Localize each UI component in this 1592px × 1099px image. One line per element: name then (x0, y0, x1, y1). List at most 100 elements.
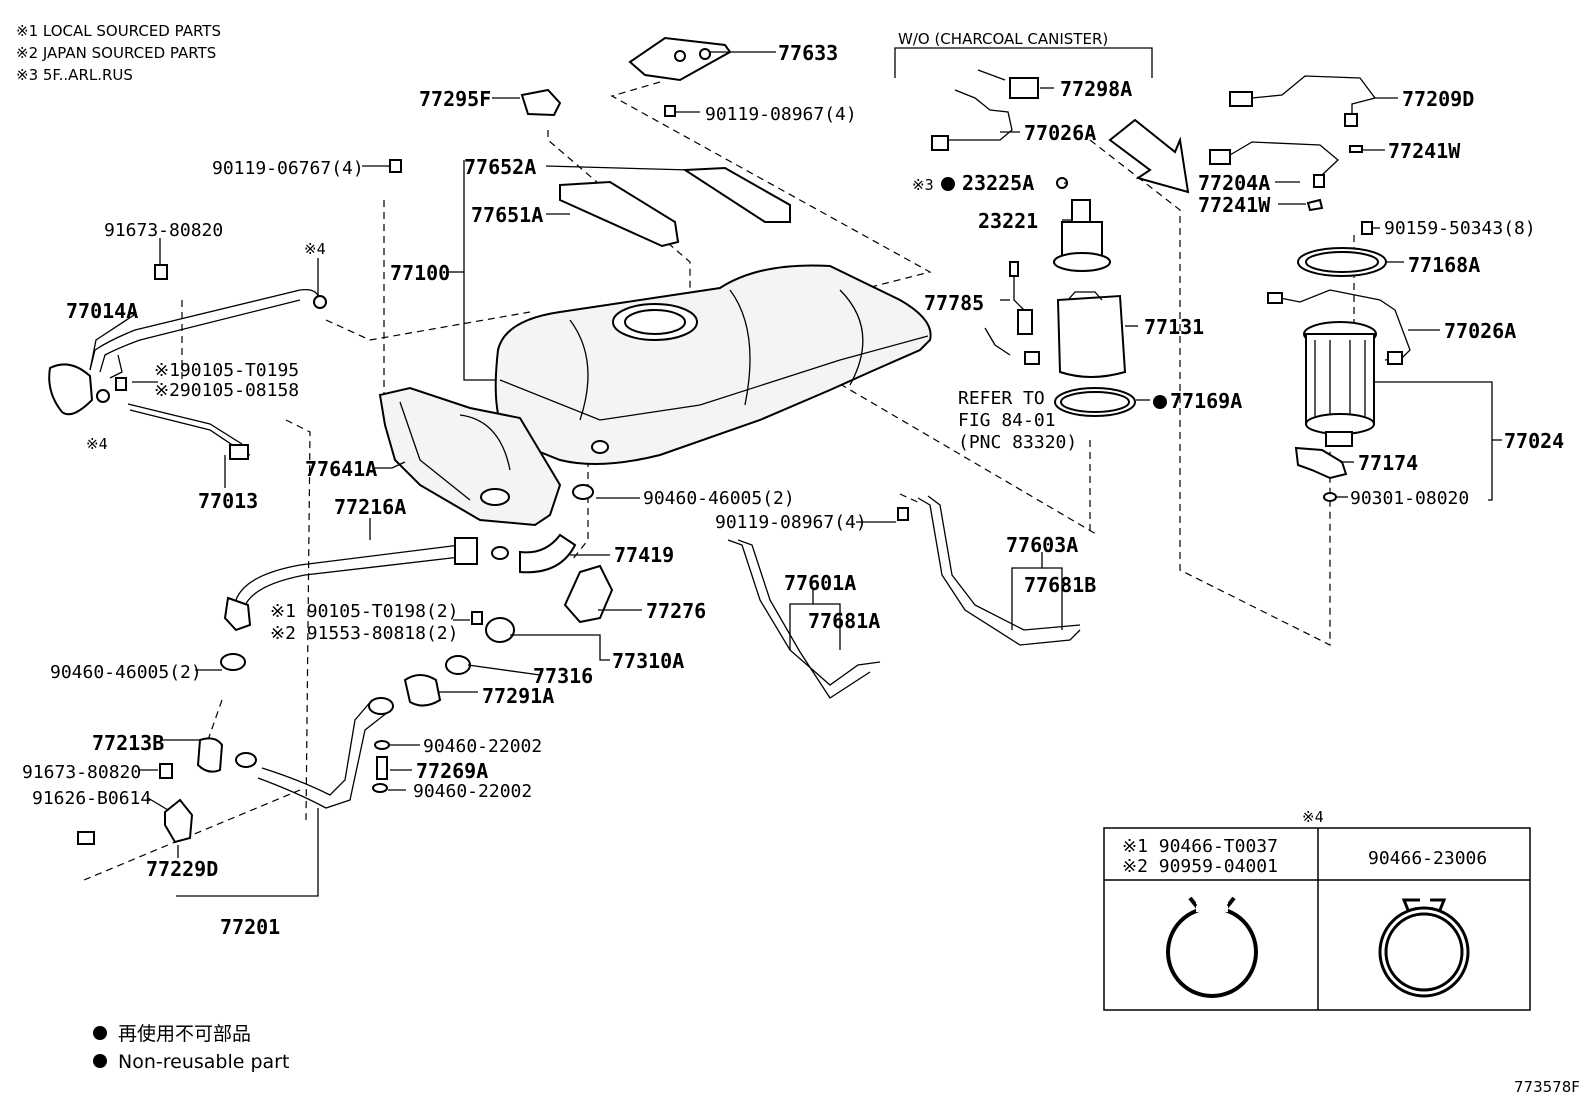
refer-line-1: REFER TO (958, 388, 1045, 409)
direction-arrow (1108, 118, 1190, 194)
legend-japanese: 再使用不可部品 (118, 1023, 251, 1045)
label-77174: 77174 (1358, 451, 1418, 475)
fuel-tank (494, 264, 932, 465)
label-90301-08020: 90301-08020 (1350, 488, 1469, 509)
label-77131: 77131 (1144, 315, 1204, 339)
table-left-line-1: ※1 90466-T0037 (1122, 836, 1278, 857)
hose-77419 (519, 533, 577, 574)
label-90105-T0195: ※190105-T0195 (154, 360, 299, 381)
label-77216A: 77216A (334, 495, 406, 519)
label-77681A: 77681A (808, 609, 880, 633)
sender-77298A (931, 69, 1039, 151)
label-90460-22002-a: 90460-22002 (423, 736, 542, 757)
label-77014A: 77014A (66, 299, 138, 323)
label-77601A: 77601A (784, 571, 856, 595)
clamp-reference-table: ※4 ※1 90466-T0037 ※2 90959-04001 90466-2… (1103, 808, 1531, 1011)
label-77276: 77276 (646, 599, 706, 623)
vent-tube-77013 (127, 403, 251, 460)
table-right-part: 90466-23006 (1368, 848, 1487, 869)
hose-77213B (196, 737, 224, 773)
label-77603A: 77603A (1006, 533, 1078, 557)
bracket-77229D (164, 798, 194, 844)
grommet-77291A (403, 674, 442, 707)
label-23225A: 23225A (962, 171, 1034, 195)
non-reusable-dot-icon (93, 1054, 107, 1068)
label-77229D: 77229D (146, 857, 218, 881)
sender-77204A (1209, 141, 1339, 188)
fuel-pump-23221 (1053, 199, 1111, 272)
filter-77174 (1294, 446, 1348, 480)
legend-english: Non-reusable part (118, 1051, 289, 1073)
label-77633: 77633 (778, 41, 838, 65)
label-77241W-a: 77241W (1388, 139, 1461, 163)
label-77013: 77013 (198, 489, 258, 513)
part-labels: 77633 77295F 90119-08967(4) 90119-06767(… (22, 30, 1564, 939)
label-wo-charcoal-canister: W/O (CHARCOAL CANISTER) (898, 30, 1108, 48)
w-o-canister-bracket (894, 47, 1153, 78)
harness-77785 (984, 261, 1040, 365)
label-77241W-b: 77241W (1198, 193, 1271, 217)
pump-bracket-77131 (1056, 291, 1127, 378)
vent-tube-77014A (48, 288, 319, 416)
sender-77209D (1229, 75, 1377, 127)
spring-clamp-icon (1166, 896, 1258, 998)
figure-code: 773578F (1514, 1078, 1580, 1096)
label-91626-B0614: 91626-B0614 (32, 788, 151, 809)
clip-77295F (520, 88, 562, 117)
label-90119-08967-top: 90119-08967(4) (705, 104, 857, 125)
label-90460-46005-b: 90460-46005(2) (50, 662, 202, 683)
strap-77603A (917, 497, 1081, 646)
label-91673-80820-top: 91673-80820 (104, 220, 223, 241)
pad-77651A (559, 180, 680, 248)
label-90460-22002-b: 90460-22002 (413, 781, 532, 802)
clamp-icon (572, 484, 594, 500)
label-90119-06767: 90119-06767(4) (212, 158, 364, 179)
leader-lines (89, 51, 1502, 897)
clamp-icon (313, 295, 327, 309)
clip-77241W (1349, 145, 1363, 153)
label-77641A: 77641A (305, 457, 377, 481)
wire-clamp-icon (1378, 898, 1470, 998)
label-77169A: 77169A (1170, 389, 1242, 413)
bolt-icon (115, 105, 1373, 779)
label-77204A: 77204A (1198, 171, 1270, 195)
label-77651A: 77651A (471, 203, 543, 227)
non-reusable-dot-icon (941, 177, 955, 191)
label-mark4-b: ※4 (86, 435, 108, 453)
hose-77276 (563, 564, 614, 624)
label-77310A: 77310A (612, 649, 684, 673)
fuel-pump-module-77024 (1267, 289, 1411, 447)
clamp-icon (235, 752, 257, 768)
label-23221: 23221 (978, 209, 1038, 233)
note-local-sourced: ※1 LOCAL SOURCED PARTS (16, 22, 221, 40)
label-91673-80820-b: 91673-80820 (22, 762, 141, 783)
label-77213B: 77213B (92, 731, 164, 755)
label-90159-50343: 90159-50343(8) (1384, 218, 1536, 239)
refer-line-2: FIG 84-01 (958, 410, 1056, 431)
hose-77269A (376, 756, 388, 780)
label-77026A-b: 77026A (1444, 319, 1516, 343)
label-77652A: 77652A (464, 155, 536, 179)
gasket-77316 (445, 655, 471, 675)
clamp-icon (491, 546, 509, 560)
label-77291A: 77291A (482, 684, 554, 708)
non-reusable-dot-icon (93, 1026, 107, 1040)
clamp-icon (374, 740, 390, 750)
note-japan-sourced: ※2 JAPAN SOURCED PARTS (16, 44, 216, 62)
filler-cap-77310A (485, 617, 515, 643)
label-90105-T0198: ※1 90105-T0198(2) (270, 601, 458, 622)
label-77100: 77100 (390, 261, 450, 285)
label-77201: 77201 (220, 915, 280, 939)
filler-pipe-77201 (257, 697, 394, 809)
bolt-icon (77, 831, 95, 845)
clamp-icon (96, 389, 110, 403)
label-mark4-a: ※4 (304, 240, 326, 258)
clamp-icon (220, 653, 246, 671)
label-77024: 77024 (1504, 429, 1564, 453)
protector-77641A (378, 386, 562, 527)
label-90119-08967-mid: 90119-08967(4) (715, 512, 867, 533)
clamp-icon (372, 783, 388, 793)
table-left-line-2: ※2 90959-04001 (1122, 856, 1278, 877)
label-77269A: 77269A (416, 759, 488, 783)
